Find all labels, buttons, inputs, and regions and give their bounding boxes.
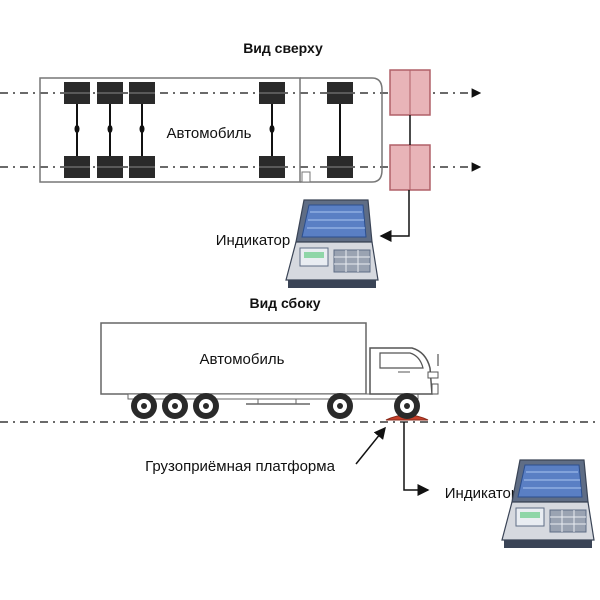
side-wheel-rear-2 xyxy=(162,393,188,419)
side-platform-pointer xyxy=(355,426,386,465)
side-truck-cab xyxy=(369,347,439,395)
top-vehicle-label: Автомобиль xyxy=(167,125,252,142)
side-platform-label: Грузоприёмная платформа xyxy=(145,458,336,475)
top-platform-upper xyxy=(389,69,431,116)
side-indicator-device-icon xyxy=(501,459,595,549)
side-wheel-rear-1 xyxy=(131,393,157,419)
side-vehicle-label: Автомобиль xyxy=(200,351,285,368)
top-platform-lower xyxy=(389,144,431,191)
side-wheel-rear-3 xyxy=(193,393,219,419)
side-wheel-front xyxy=(394,393,420,419)
side-wheel-middle xyxy=(327,393,353,419)
top-view-title: Вид сверху xyxy=(243,40,323,56)
top-indicator-cable xyxy=(379,190,410,242)
top-axle-front xyxy=(326,81,354,179)
side-chassis xyxy=(127,393,419,405)
top-vehicle-outline xyxy=(39,77,383,183)
side-indicator-cable xyxy=(403,422,430,496)
side-view-title: Вид сбоку xyxy=(249,295,320,311)
top-indicator-device-icon xyxy=(285,199,379,289)
top-indicator-label: Индикатор xyxy=(216,232,291,249)
side-indicator-label: Индикатор xyxy=(445,485,520,502)
